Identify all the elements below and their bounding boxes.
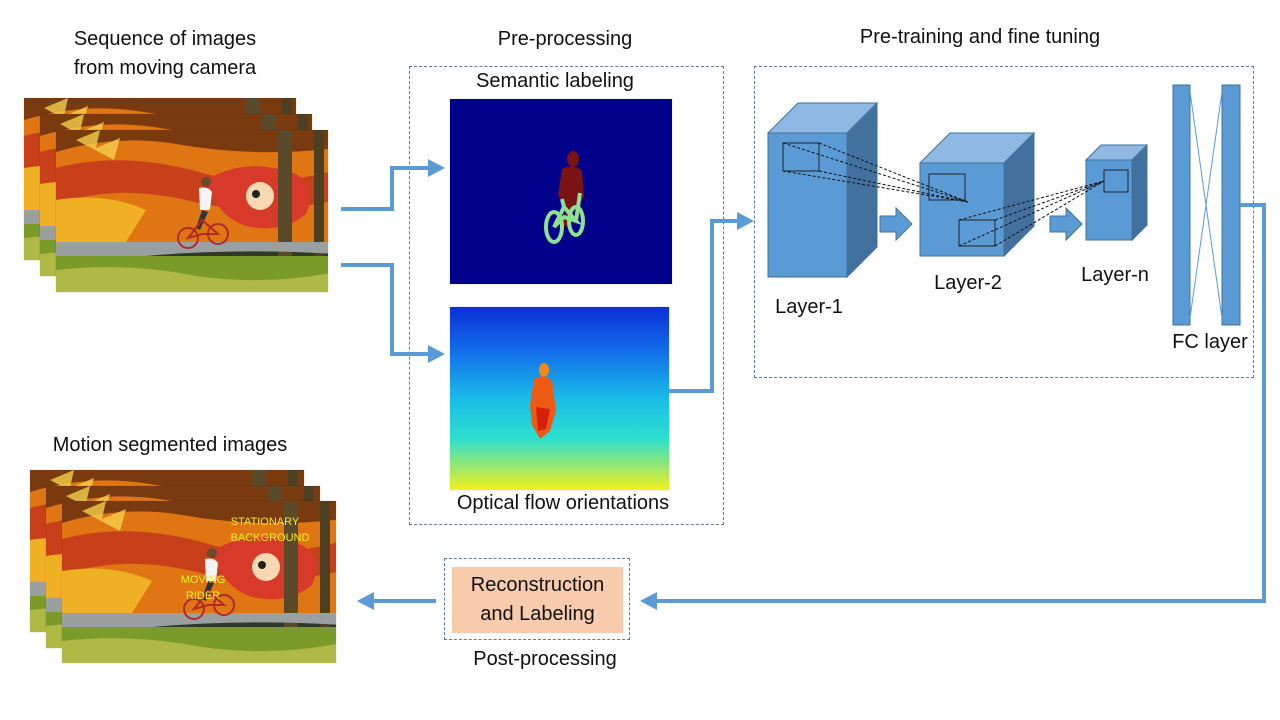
layer-2-label: Layer-2 bbox=[934, 272, 1002, 294]
postprocessing-arrowhead bbox=[640, 592, 657, 610]
optical-flow-image bbox=[450, 307, 669, 490]
preprocessing-title: Pre-processing bbox=[497, 28, 633, 50]
layer-1-label: Layer-1 bbox=[775, 296, 843, 318]
semantic-labeling-title: Semantic labeling bbox=[476, 70, 634, 92]
fc-layer-block bbox=[1172, 84, 1241, 326]
receptive-field-lines bbox=[782, 142, 1105, 247]
overlay-stationary-background-line1: STATIONARY bbox=[230, 516, 300, 528]
overlay-moving-rider-line2: RIDER bbox=[185, 590, 221, 602]
overlay-stationary-background-line2: BACKGROUND bbox=[230, 532, 310, 544]
layer-1-cube bbox=[766, 101, 879, 279]
input-to-semantic-connector bbox=[341, 166, 430, 211]
output-title: Motion segmented images bbox=[52, 434, 288, 456]
reconstruction-label-line1: Reconstruction bbox=[470, 574, 605, 596]
input-title-line2: from moving camera bbox=[73, 57, 257, 79]
optical-flow-title: Optical flow orientations bbox=[456, 492, 670, 514]
fc-layer-label: FC layer bbox=[1172, 331, 1248, 353]
semantic-label-art bbox=[544, 151, 585, 244]
postprocessing-caption: Post-processing bbox=[473, 648, 617, 670]
postprocessing-box bbox=[444, 558, 630, 640]
reconstruction-label-line2: and Labeling bbox=[480, 603, 595, 625]
layer2-to-layern-arrow bbox=[1049, 206, 1083, 242]
output-arrowhead bbox=[357, 592, 374, 610]
layer1-to-layer2-arrow bbox=[879, 206, 913, 242]
input-title-line1: Sequence of images bbox=[73, 28, 257, 50]
overlay-moving-rider-line1: MOVING bbox=[180, 574, 226, 586]
preprocessing-box bbox=[409, 66, 724, 525]
flow-to-network-connector bbox=[669, 219, 739, 393]
semantic-arrowhead bbox=[428, 159, 445, 177]
reconstruction-labeling-box bbox=[452, 567, 623, 633]
input-to-flow-connector bbox=[341, 263, 430, 356]
layer-n-cube bbox=[1084, 143, 1149, 242]
layer-2-cube bbox=[918, 131, 1036, 258]
network-arrowhead bbox=[737, 212, 754, 230]
optical-flow-art bbox=[450, 307, 669, 490]
network-box bbox=[754, 66, 1254, 378]
semantic-label-image bbox=[450, 99, 672, 284]
network-title: Pre-training and fine tuning bbox=[859, 26, 1101, 48]
layer-n-label: Layer-n bbox=[1081, 264, 1149, 286]
fc-to-postprocessing-connector bbox=[655, 203, 1266, 603]
flow-arrowhead bbox=[428, 345, 445, 363]
